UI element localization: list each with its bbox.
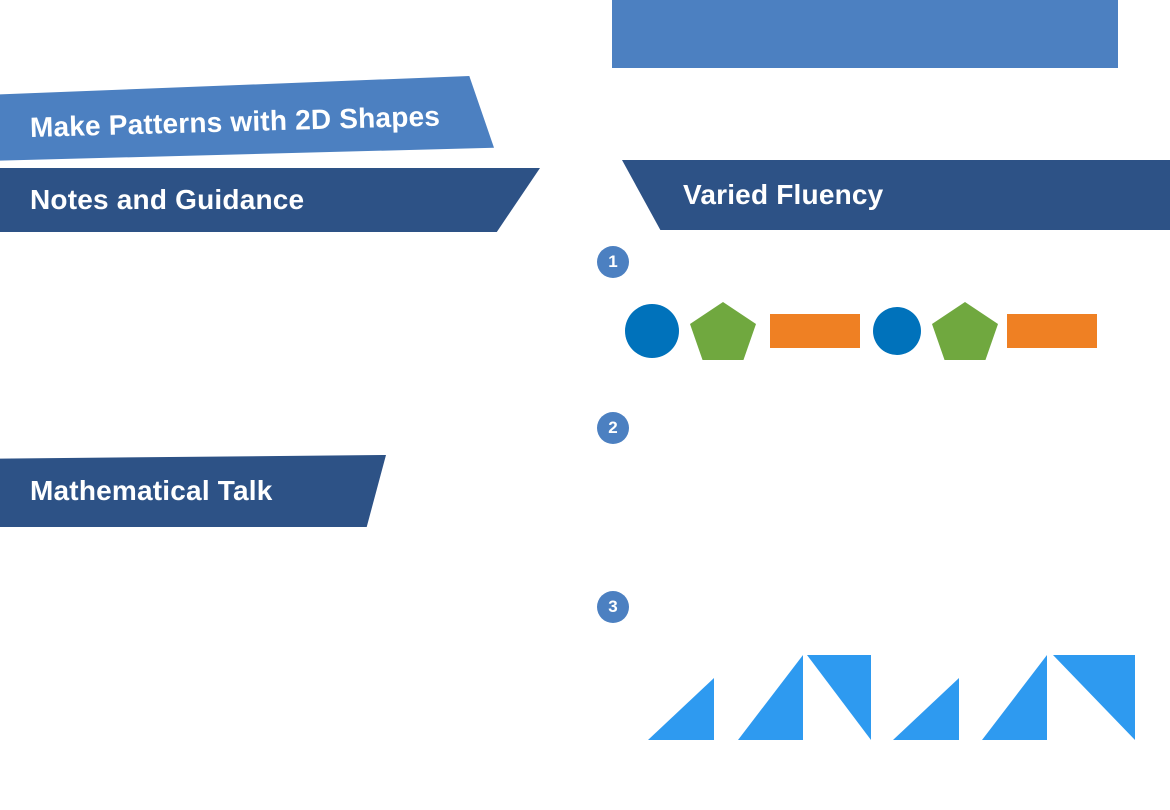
pattern-shape-circle [625,304,679,358]
pattern-shape-rectangle [770,314,860,348]
pattern-shape-pentagon [932,302,998,360]
varied-fluency-label: Varied Fluency [683,179,884,210]
title-banner: Make Patterns with 2D Shapes [0,76,494,161]
triangle-pattern [648,655,1135,740]
question-number-badge-2: 2 [597,412,629,444]
page-title: Make Patterns with 2D Shapes [29,100,441,143]
shape-pattern [625,301,1097,361]
question-number-1: 1 [608,252,618,271]
header-bar [612,0,1118,68]
mathematical-talk-banner: Mathematical Talk [0,455,386,527]
notes-and-guidance-banner: Notes and Guidance [0,168,540,232]
question-number-badge-3: 3 [597,591,629,623]
pattern-triangle-rise [738,655,803,740]
pattern-triangle-small-rise [648,678,714,740]
varied-fluency-banner: Varied Fluency [622,160,1170,230]
pattern-shape-circle [873,307,921,355]
question-number-badge-1: 1 [597,246,629,278]
pattern-triangle-small-rise [893,678,959,740]
pattern-triangle-fall [807,655,871,740]
mathematical-talk-label: Mathematical Talk [30,475,273,506]
pattern-triangle-fall [1053,655,1135,740]
question-number-2: 2 [608,418,618,437]
pattern-shape-rectangle [1007,314,1097,348]
pattern-shape-pentagon [690,302,756,360]
notes-and-guidance-label: Notes and Guidance [30,184,305,215]
question-number-3: 3 [608,597,618,616]
pattern-triangle-rise [982,655,1047,740]
